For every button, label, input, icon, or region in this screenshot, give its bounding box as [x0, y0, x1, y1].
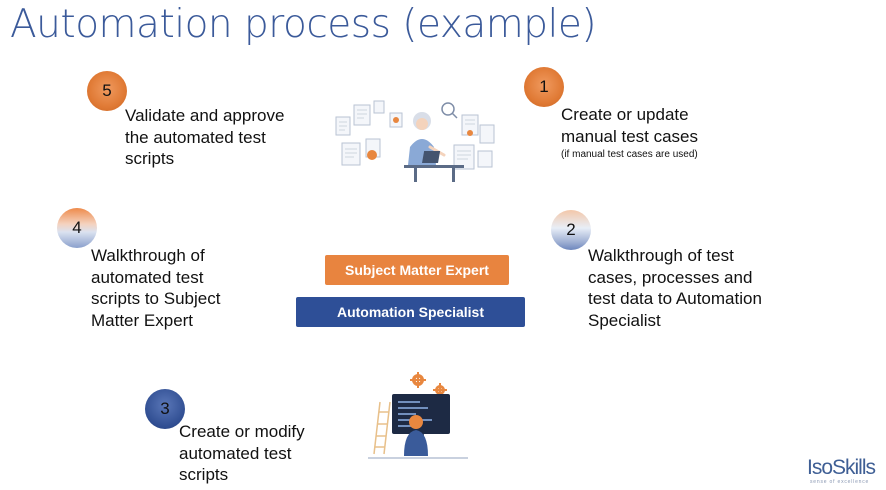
step-4-badge: 4 [57, 208, 97, 248]
step-3-line-1: Create or modify [179, 422, 305, 441]
step-5-number: 5 [102, 81, 112, 100]
step-5-badge: 5 [87, 71, 127, 111]
step-1-number: 1 [539, 77, 549, 96]
step-1-line-1: Create or update [561, 105, 689, 124]
step-2-line-1: Walkthrough of test [588, 246, 734, 265]
subject-matter-expert-label: Subject Matter Expert [325, 255, 509, 285]
step-2-line-3: test data to Automation [588, 289, 762, 308]
step-3-text: Create or modify automated test scripts [179, 421, 305, 486]
step-5-text: Validate and approve the automated test … [125, 105, 284, 170]
step-1-note: (if manual test cases are used) [561, 149, 698, 160]
step-2-line-2: cases, processes and [588, 267, 753, 287]
step-4-line-1: Walkthrough of [91, 246, 205, 265]
step-4-number: 4 [72, 218, 82, 237]
step-2-text: Walkthrough of test cases, processes and… [588, 245, 762, 331]
step-1-line-2: manual test cases [561, 126, 699, 146]
step-5-line-3: scripts [125, 149, 175, 168]
svg-text:sense of excellence: sense of excellence [810, 479, 869, 485]
automation-specialist-label: Automation Specialist [296, 297, 525, 327]
step-5-line-1: Validate and approve [125, 106, 285, 125]
step-4-text: Walkthrough of automated test scripts to… [91, 245, 220, 331]
step-4-line-2: automated test [91, 267, 204, 287]
step-3-line-3: scripts [179, 465, 229, 484]
step-2-line-4: Specialist [588, 310, 661, 330]
step-1-badge: 1 [524, 67, 564, 107]
step-4-line-3: scripts to Subject [91, 289, 221, 308]
step-2-number: 2 [566, 220, 576, 239]
step-2-badge: 2 [551, 210, 591, 250]
step-3-line-2: automated test [179, 443, 292, 463]
svg-text:IsoSkills: IsoSkills [807, 456, 876, 479]
step-3-number: 3 [160, 399, 170, 418]
step-4-line-4: Matter Expert [91, 310, 194, 330]
developer-at-computer-illustration [368, 372, 468, 459]
isoskills-logo: IsoSkills sense of excellence [807, 456, 877, 485]
step-5-line-2: the automated test [125, 127, 266, 147]
step-3-badge: 3 [145, 389, 185, 429]
person-at-desk-illustration [335, 100, 495, 182]
step-1-text: Create or update manual test cases (if m… [561, 104, 698, 163]
page-title: Automation process (example) [10, 2, 597, 47]
